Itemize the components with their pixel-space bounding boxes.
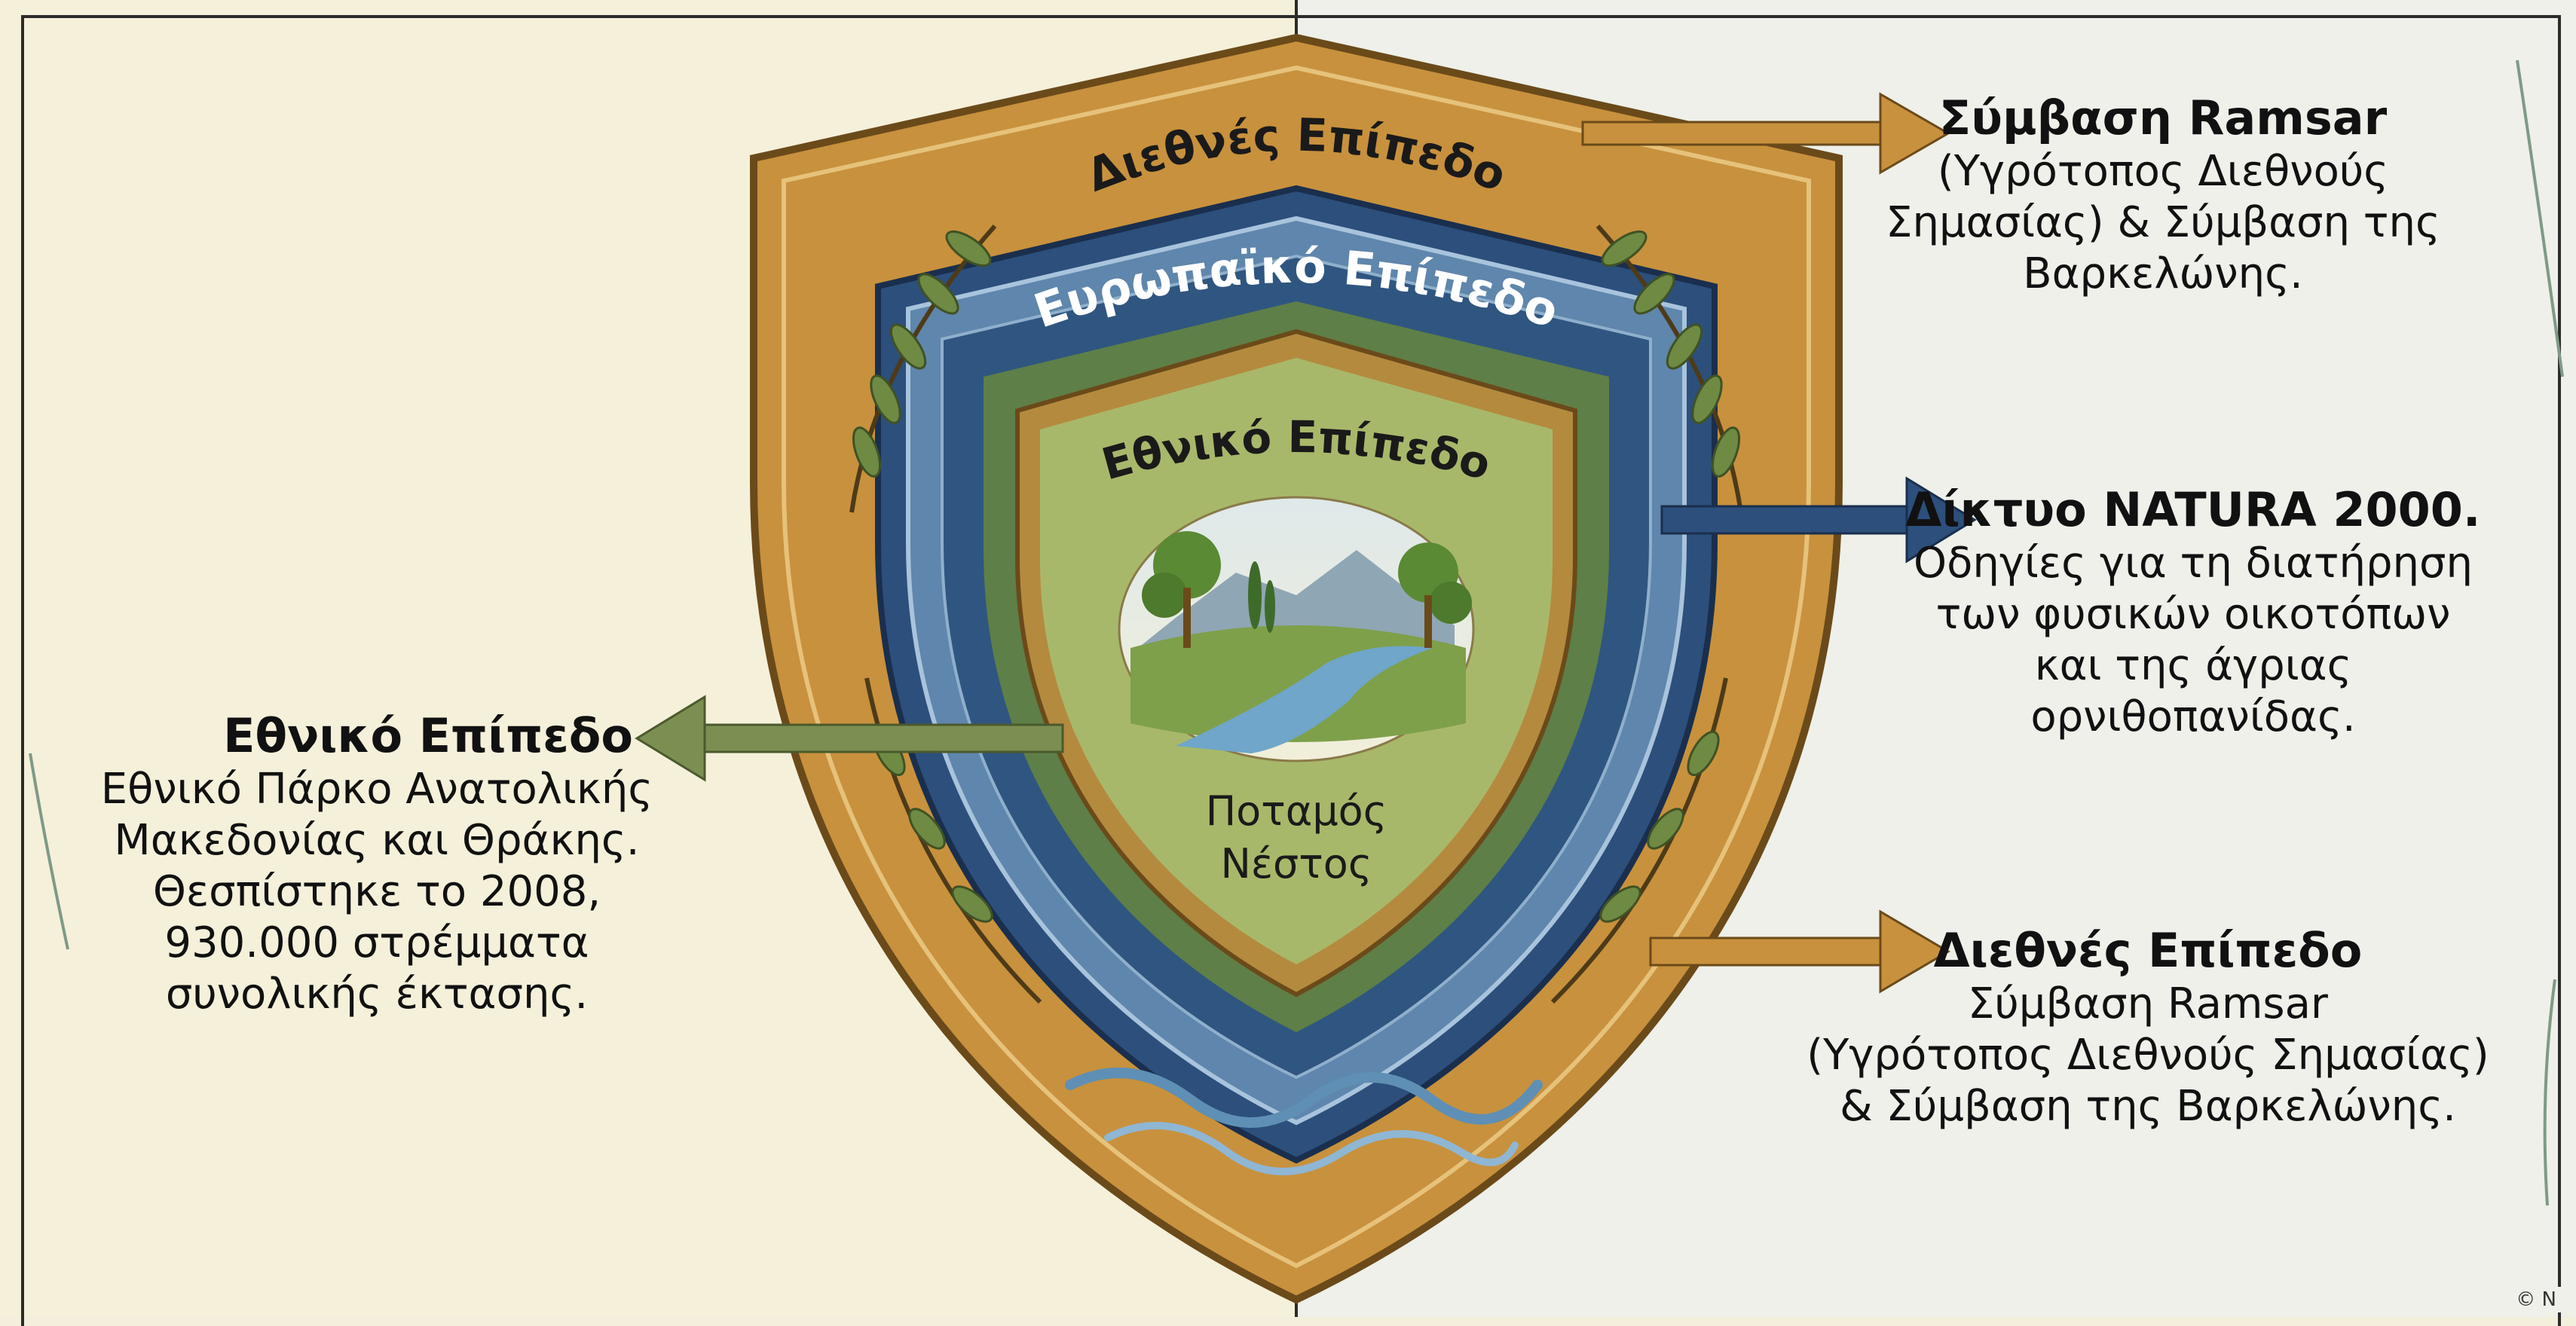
callout-ramsar-top: Σύμβαση Ramsar (Υγρότοπος Διεθνούς Σημασ… (1846, 90, 2480, 300)
center-label-line2: Νέστος (1220, 840, 1372, 888)
callout-ramsar-top-line4: Βαρκελώνης. (2023, 249, 2303, 298)
decorative-sprig-icon (29, 60, 2564, 1206)
center-label-line1: Ποταμός (1206, 787, 1387, 835)
callout-national-line3: Θεσπίστηκε το 2008, (152, 867, 601, 916)
callout-international-line2: (Υγρότοπος Διεθνούς Σημασίας) (1807, 1031, 2489, 1080)
callout-national-line1: Εθνικό Πάρκο Ανατολικής (100, 765, 653, 814)
callout-natura: Δίκτυο NATURA 2000. Οδηγίες για τη διατή… (1869, 482, 2517, 743)
arrow-to-national (635, 695, 1064, 782)
callout-national-title: Εθνικό Επίπεδο (223, 708, 633, 763)
callout-ramsar-top-line1: Σύμβαση Ramsar (1938, 90, 2388, 145)
callout-national: Εθνικό Επίπεδο Εθνικό Πάρκο Ανατολικής Μ… (98, 708, 656, 1020)
callout-ramsar-top-line2: (Υγρότοπος Διεθνούς (1937, 147, 2389, 196)
callout-national-line4: 930.000 στρέμματα (164, 918, 589, 967)
callout-natura-line2: των φυσικών οικοτόπων (1935, 590, 2451, 639)
page-frame (21, 15, 2561, 1326)
callout-international-title: Διεθνές Επίπεδο (1933, 923, 2363, 978)
arrow-to-natura (1660, 476, 1977, 564)
callout-national-line2: Μακεδονίας και Θράκης. (114, 816, 640, 865)
river-landscape-icon (1118, 496, 1475, 762)
callout-international-line3: & Σύμβαση της Βαρκελώνης. (1840, 1082, 2456, 1131)
callout-national-line5: συνολικής έκτασης. (165, 970, 589, 1019)
callout-natura-line3: και της άγριας (2034, 641, 2352, 690)
corner-watermark: © N (2510, 1287, 2562, 1312)
callout-natura-title: Δίκτυο NATURA 2000. (1905, 482, 2481, 537)
arrow-to-ramsar (1581, 92, 1950, 175)
callout-natura-line4: ορνιθοπανίδας. (2030, 692, 2356, 741)
callout-international: Διεθνές Επίπεδο Σύμβαση Ramsar (Υγρότοπο… (1771, 923, 2525, 1132)
callout-natura-line1: Οδηγίες για τη διατήρηση (1913, 539, 2474, 588)
callout-international-line1: Σύμβαση Ramsar (1968, 979, 2328, 1028)
arrow-to-international (1649, 909, 1950, 994)
wave-icon (1065, 1068, 1543, 1175)
callout-ramsar-top-line3: Σημασίας) & Σύμβαση της (1886, 198, 2440, 247)
